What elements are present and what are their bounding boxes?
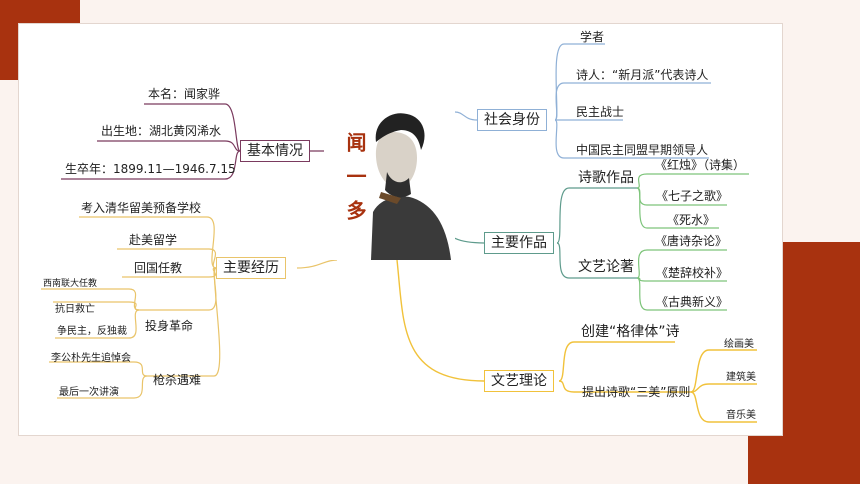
basic-item-birthplace: 出生地：湖北黄冈浠水 [101, 124, 222, 138]
exp-item-revolution: 投身革命 [145, 319, 194, 333]
theory-sub-music: 音乐美 [726, 410, 756, 421]
exp-item-teaching: 回国任教 [134, 261, 183, 275]
theory-sub-architecture: 建筑美 [726, 372, 756, 383]
exp-sub-memorial: 李公朴先生追悼会 [51, 353, 131, 364]
connector-lines [41, 43, 757, 423]
basic-item-name: 本名：闻家骅 [148, 87, 221, 101]
exp-item-assassinated: 枪杀遇难 [153, 373, 202, 387]
theory-item-metric-poetry: 创建“格律体”诗 [581, 324, 680, 340]
mind-map-card: 闻一多 基本情况 本名：闻家骅 出生地：湖北黄冈浠水 生卒年：1899.11—1… [19, 24, 782, 435]
works-poetry-red-candle: 《红烛》（诗集） [655, 158, 746, 172]
identity-item-poet: 诗人：“新月派”代表诗人 [576, 68, 709, 82]
works-essay-classics: 《古典新义》 [656, 295, 729, 309]
identity-item-scholar: 学者 [580, 30, 605, 44]
portrait-image: 闻一多 [331, 102, 455, 260]
basic-item-lifespan: 生卒年：1899.11—1946.7.15 [65, 162, 236, 176]
works-poetry-seven-sons: 《七子之歌》 [656, 189, 729, 203]
works-poetry-dead-water: 《死水》 [667, 213, 716, 227]
node-basic-info[interactable]: 基本情况 [240, 140, 310, 162]
identity-item-leader: 中国民主同盟早期领导人 [576, 143, 709, 157]
identity-item-fighter: 民主战士 [576, 105, 625, 119]
center-name-vertical: 闻一多 [343, 132, 367, 234]
exp-item-tsinghua: 考入清华留美预备学校 [81, 201, 202, 215]
node-social-identity[interactable]: 社会身份 [477, 109, 547, 131]
node-literary-theory[interactable]: 文艺理论 [484, 370, 554, 392]
exp-sub-southwest: 西南联大任教 [43, 279, 98, 289]
works-group-essays: 文艺论著 [578, 259, 634, 275]
works-essay-chuci: 《楚辞校补》 [656, 266, 729, 280]
exp-sub-last-speech: 最后一次讲演 [59, 387, 119, 398]
theory-item-three-beauties: 提出诗歌“三美”原则 [582, 385, 691, 399]
exp-sub-democracy: 争民主，反独裁 [57, 326, 127, 337]
exp-item-study-abroad: 赴美留学 [129, 233, 178, 247]
theory-sub-painting: 绘画美 [724, 339, 754, 350]
node-main-works[interactable]: 主要作品 [484, 232, 554, 254]
node-main-experience[interactable]: 主要经历 [216, 257, 286, 279]
exp-sub-anti-japan: 抗日救亡 [55, 304, 95, 315]
works-essay-tang-poems: 《唐诗杂论》 [655, 234, 728, 248]
portrait-figure-icon [331, 102, 455, 260]
works-group-poetry: 诗歌作品 [578, 170, 634, 186]
